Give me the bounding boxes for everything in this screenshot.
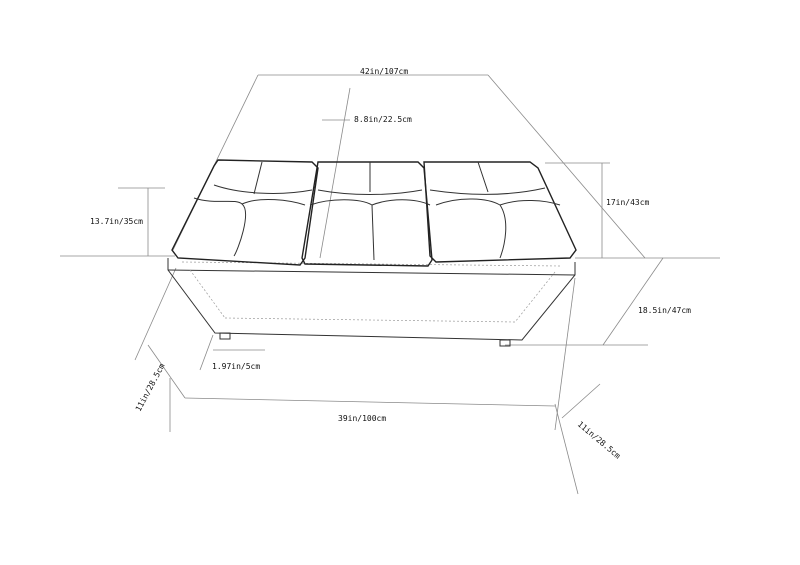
cushion-left xyxy=(171,159,319,266)
dimension-bottom-width: 39in/100cm xyxy=(338,414,386,423)
bench-leg-left xyxy=(219,332,231,340)
dimension-left-height: 13.7in/35cm xyxy=(90,217,143,226)
dimension-top-width: 42in/107cm xyxy=(360,67,408,76)
dimension-right-height: 17in/43cm xyxy=(606,198,650,207)
cushion-middle xyxy=(301,161,433,267)
dimension-guides xyxy=(60,74,720,495)
dimension-left-depth: 11in/28.5cm xyxy=(134,362,167,413)
dimension-right-depth: 11in/28.5cm xyxy=(576,420,623,461)
bench-base xyxy=(167,258,576,347)
dimension-seat-height: 18.5in/47cm xyxy=(638,306,691,315)
dimension-leg-height: 1.97in/5cm xyxy=(212,362,260,371)
cushion-right xyxy=(423,161,577,263)
bench-leg-right xyxy=(499,339,511,347)
dimension-cushion-depth: 8.8in/22.5cm xyxy=(354,115,412,124)
